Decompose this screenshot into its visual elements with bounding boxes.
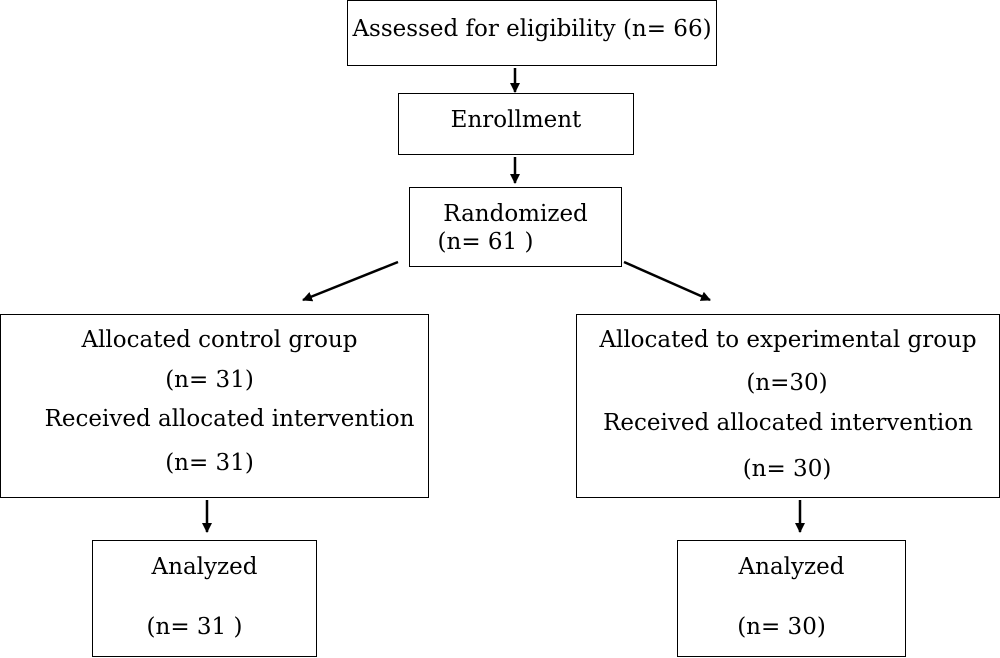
eligibility-count: (n= 66) <box>622 16 712 42</box>
experimental-group-label: Allocated to experimental group <box>599 327 977 353</box>
arrow-randomized-to-experimental <box>623 260 711 302</box>
control-group-box: Allocated control group (n= 31) Received… <box>0 314 429 498</box>
randomized-label: Randomized <box>443 201 588 227</box>
control-analyzed-count: (n= 31 ) <box>146 614 243 640</box>
eligibility-label: Assessed for eligibility <box>352 16 616 42</box>
control-group-count: (n= 31) <box>165 367 254 393</box>
eligibility-box: Assessed for eligibility (n= 66) <box>347 0 717 66</box>
experimental-analyzed-count: (n= 30) <box>737 614 826 640</box>
experimental-group-count: (n=30) <box>746 370 828 396</box>
control-analyzed-label: Analyzed <box>151 554 258 580</box>
arrow-randomized-to-control <box>302 260 399 302</box>
experimental-analyzed-label: Analyzed <box>738 554 845 580</box>
experimental-intervention-count: (n= 30) <box>742 456 832 482</box>
experimental-analyzed-box: Analyzed (n= 30) <box>677 540 906 657</box>
experimental-group-box: Allocated to experimental group (n=30) R… <box>576 314 1000 498</box>
randomized-count: (n= 61 ) <box>437 229 534 255</box>
control-analyzed-box: Analyzed (n= 31 ) <box>92 540 317 657</box>
control-intervention-label: Received allocated intervention <box>44 406 415 432</box>
enrollment-box: Enrollment <box>398 93 634 155</box>
control-group-label: Allocated control group <box>81 327 358 353</box>
randomized-box: Randomized (n= 61 ) <box>409 187 622 267</box>
control-intervention-count: (n= 31) <box>165 450 254 476</box>
experimental-intervention-label: Received allocated intervention <box>603 410 973 436</box>
enrollment-label: Enrollment <box>450 107 582 133</box>
